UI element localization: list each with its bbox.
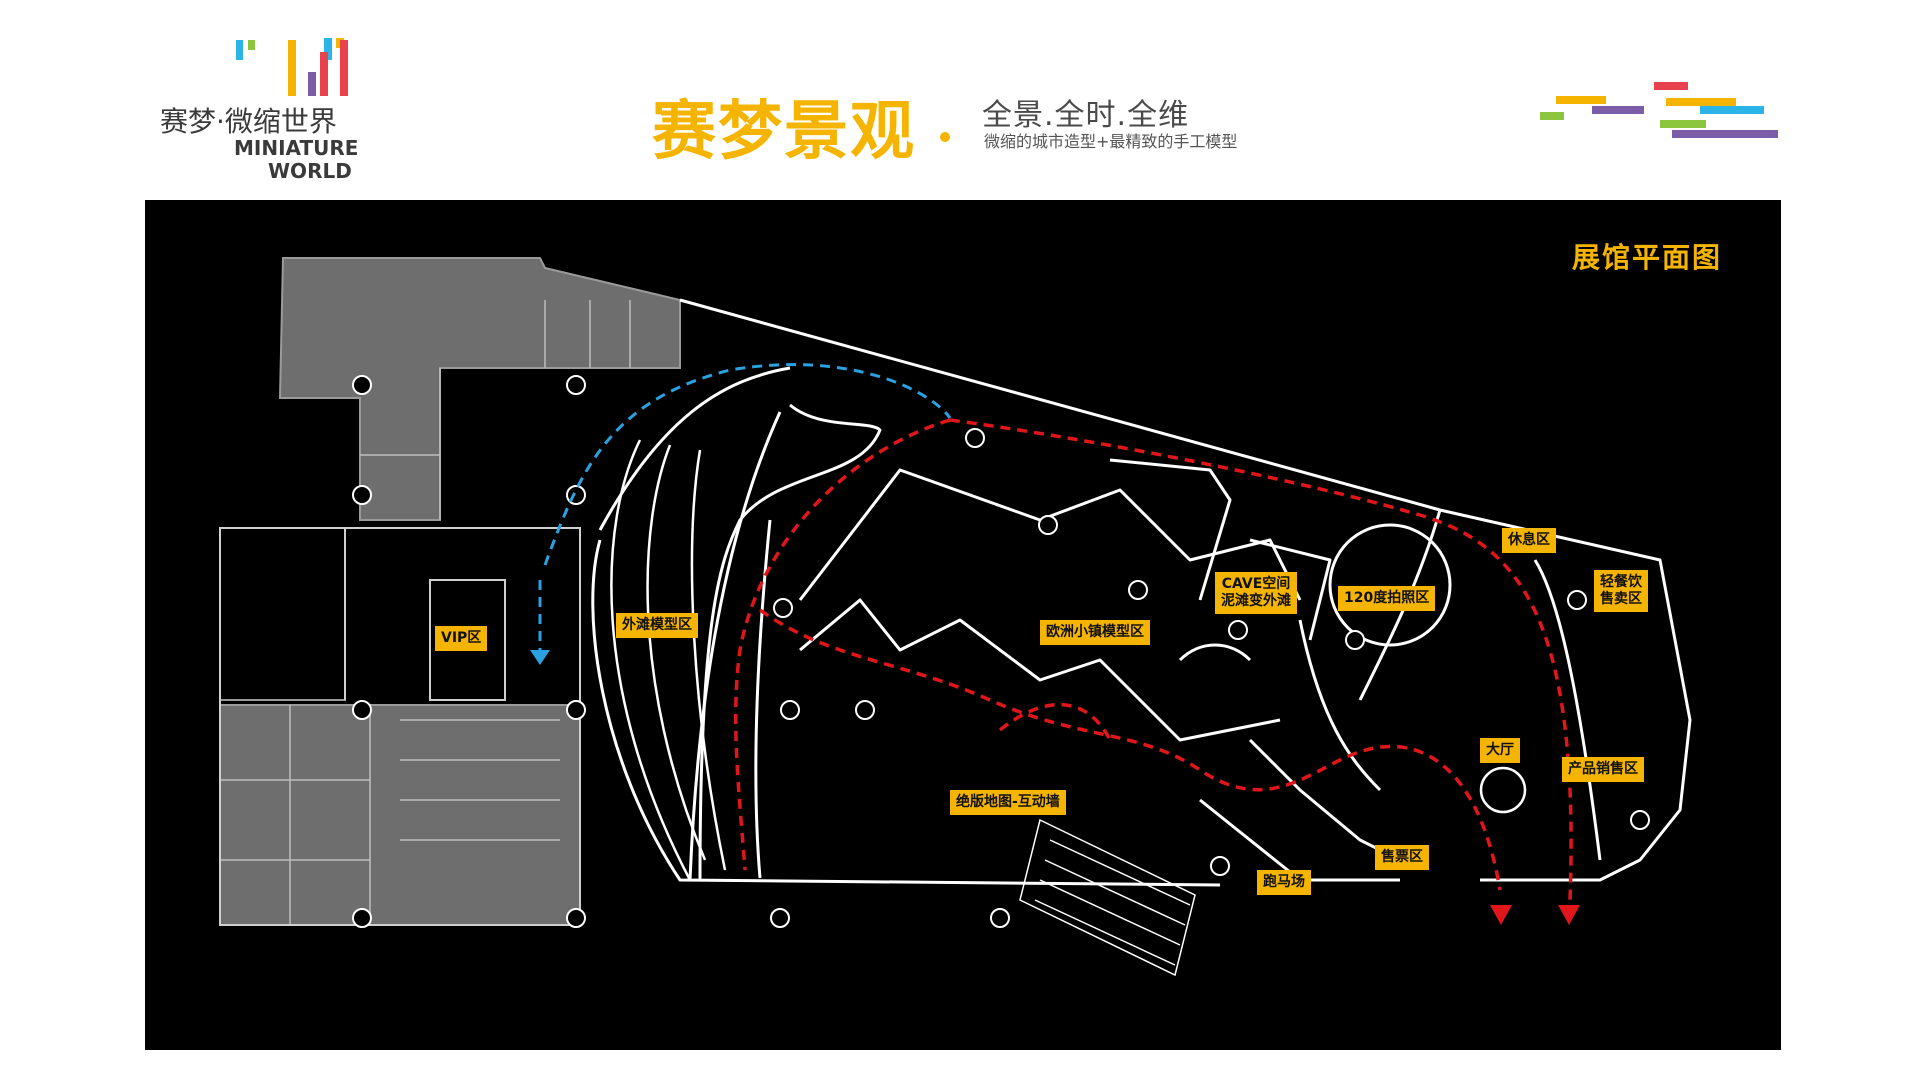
headline: 赛梦景观 xyxy=(652,95,916,169)
zone-label-cave-line2: 泥滩变外滩 xyxy=(1221,593,1291,609)
zone-label-hall: 大厅 xyxy=(1480,738,1520,763)
zone-label-mapwall: 绝版地图-互动墙 xyxy=(950,790,1066,815)
zone-label-food-line2: 售卖区 xyxy=(1600,591,1642,607)
red-dashed-route-loop xyxy=(733,418,951,871)
round-markers xyxy=(352,375,1650,928)
zone-label-bund: 外滩模型区 xyxy=(616,613,698,638)
zone-label-europe: 欧洲小镇模型区 xyxy=(1040,620,1150,645)
red-dashed-route-lower xyxy=(998,702,1112,741)
zone-label-food: 轻餐饮 售卖区 xyxy=(1594,570,1648,612)
plan-walls xyxy=(591,298,1692,887)
red-arrowhead-sales-icon xyxy=(1558,905,1580,925)
stair-hatching xyxy=(1019,818,1196,977)
stripe-green-right xyxy=(1660,120,1706,128)
zone-label-food-line1: 轻餐饮 xyxy=(1600,574,1642,590)
subtagline: 微缩的城市造型+最精致的手工模型 xyxy=(984,132,1238,151)
blue-dashed-route xyxy=(543,363,952,566)
tagline: 全景.全时.全维 xyxy=(982,98,1190,133)
grey-block-details xyxy=(220,300,631,925)
plan-title: 展馆平面图 xyxy=(1572,241,1723,274)
zone-label-cave-line1: CAVE空间 xyxy=(1221,576,1291,592)
zone-label-ticket: 售票区 xyxy=(1375,845,1429,870)
stripe-yellow-right xyxy=(1666,98,1736,106)
zone-label-sales: 产品销售区 xyxy=(1562,757,1644,782)
brand-logo-mark-icon xyxy=(236,40,348,96)
brand-name-cn: 赛梦·微缩世界 xyxy=(160,105,337,138)
stripe-purple-left xyxy=(1592,106,1644,114)
red-dashed-route-main xyxy=(949,418,1573,901)
blue-arrowhead-icon xyxy=(530,650,550,665)
zone-label-photo: 120度拍照区 xyxy=(1338,586,1436,611)
red-dashed-route-inner xyxy=(758,608,1502,891)
zone-label-rest: 休息区 xyxy=(1502,528,1556,553)
stripe-green-left xyxy=(1540,112,1564,120)
stripe-purple-right xyxy=(1672,130,1778,138)
stripe-yellow-left xyxy=(1556,96,1606,104)
red-arrowhead-hall-icon xyxy=(1490,905,1512,925)
hall-marker xyxy=(1479,766,1527,814)
stripe-blue-right xyxy=(1700,106,1764,114)
header-stripes-decoration xyxy=(1540,78,1780,144)
brand-name-en-line1: MINIATURE xyxy=(234,136,359,160)
zone-label-cave: CAVE空间 泥滩变外滩 xyxy=(1215,572,1297,614)
zone-label-track: 跑马场 xyxy=(1257,870,1311,895)
zone-label-vip: VIP区 xyxy=(435,626,488,651)
headline-dot xyxy=(940,132,950,142)
brand-name-en-line2: WORLD xyxy=(268,159,352,183)
stripe-red-right xyxy=(1654,82,1688,90)
photo-zone-circle xyxy=(1328,523,1452,647)
